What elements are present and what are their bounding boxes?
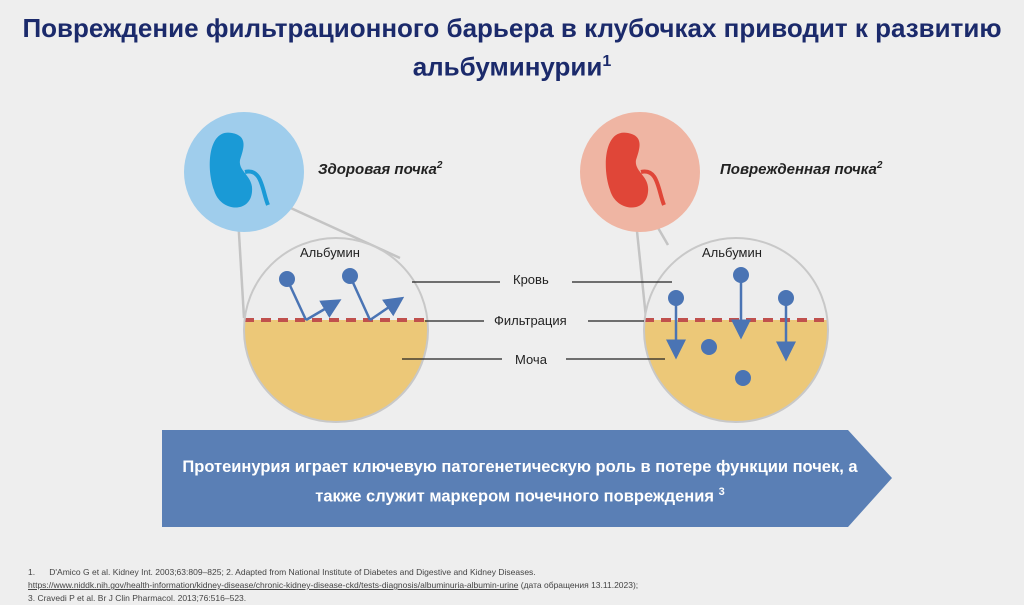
reference-access-date: (дата обращения 13.11.2023); bbox=[518, 580, 639, 590]
reference-link[interactable]: https://www.niddk.nih.gov/health-informa… bbox=[28, 580, 519, 590]
damaged-label-text: Поврежденная почка bbox=[720, 161, 877, 178]
title-footnote: 1 bbox=[602, 53, 612, 70]
title-text: Повреждение фильтрационного барьера в кл… bbox=[22, 13, 1002, 82]
healthy-label-text: Здоровая почка bbox=[318, 161, 437, 178]
healthy-albumin-label: Альбумин bbox=[300, 245, 360, 260]
reference-3: 3. Cravedi P et al. Br J Clin Pharmacol.… bbox=[28, 593, 247, 603]
filtration-label: Фильтрация bbox=[494, 313, 567, 328]
urine-label: Моча bbox=[515, 352, 547, 367]
damaged-albumin-label: Альбумин bbox=[702, 245, 762, 260]
slide-title: Повреждение фильтрационного барьера в кл… bbox=[0, 12, 1024, 84]
damaged-kidney-label: Поврежденная почка2 bbox=[720, 160, 882, 178]
healthy-kidney-label: Здоровая почка2 bbox=[318, 160, 442, 178]
reference-1: 1. D'Amico G et al. Kidney Int. 2003;63:… bbox=[28, 567, 536, 577]
reference-2: https://www.niddk.nih.gov/health-informa… bbox=[28, 579, 638, 592]
banner-arrow bbox=[162, 430, 892, 527]
healthy-kidney-icon bbox=[184, 112, 304, 232]
layer-leader-lines bbox=[402, 281, 672, 360]
damaged-kidney-icon bbox=[580, 112, 700, 232]
damaged-footnote: 2 bbox=[876, 160, 883, 171]
banner-message: Протеинурия играет ключевую патогенетиче… bbox=[182, 458, 858, 506]
healthy-glomerulus bbox=[243, 237, 429, 423]
blood-label: Кровь bbox=[513, 272, 549, 287]
banner-footnote: 3 bbox=[718, 486, 725, 498]
references: 1. D'Amico G et al. Kidney Int. 2003;63:… bbox=[28, 566, 638, 605]
banner-text: Протеинурия играет ключевую патогенетиче… bbox=[180, 455, 860, 510]
damaged-glomerulus bbox=[643, 237, 829, 423]
healthy-footnote: 2 bbox=[436, 160, 443, 171]
